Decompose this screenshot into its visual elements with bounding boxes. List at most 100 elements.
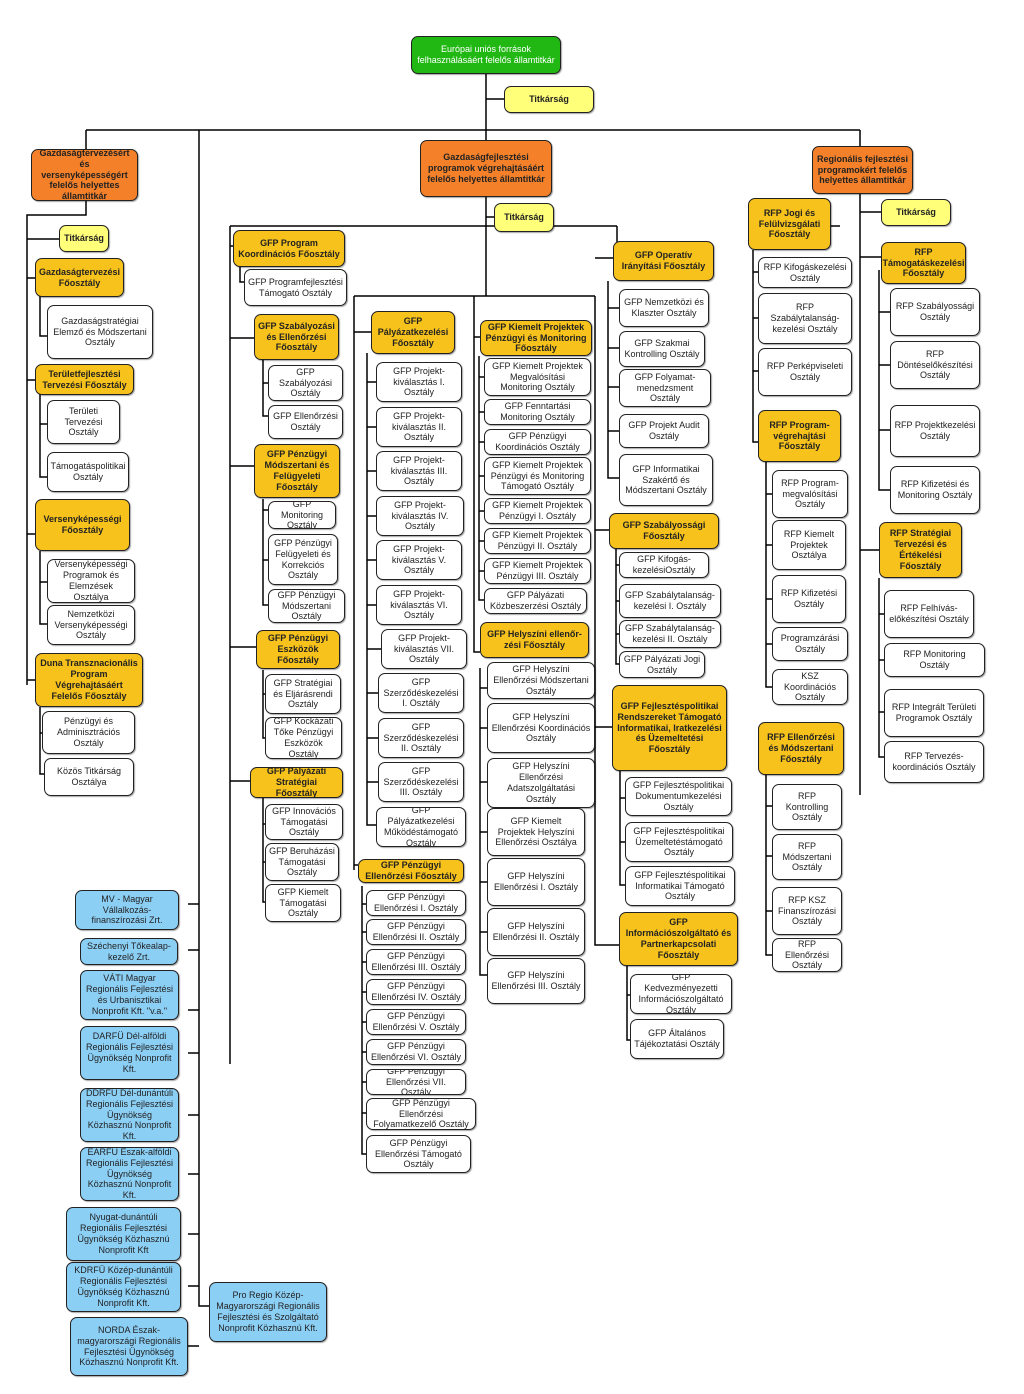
- box-rfp-kifizetesi-monitoring-unit: RFP Kifizetési és Monitoring Osztály: [890, 466, 980, 514]
- box-gfp-kp-penzugyi-3: GFP Kiemelt Projektek Pénzügyi III. Oszt…: [484, 558, 591, 584]
- box-rfp-program-megvalositasi-unit: RFP Program-megvalósítási Osztály: [772, 470, 848, 518]
- box-gfp-palyazatkezelesi-dept: GFP Pályázatkezelési Főosztály: [371, 311, 455, 354]
- box-gfp-penzugyi-ellenorzesi-2: GFP Pénzügyi Ellenőrzési II. Osztály: [366, 919, 466, 945]
- box-versenykepessegi-dept: Versenyképességi Főosztály: [35, 499, 130, 551]
- box-rfp-ellenorzesi-modszertani-dept: RFP Ellenőrzési és Módszertani Főosztály: [758, 722, 844, 775]
- box-rfp-program-vegrehajtasi-dept: RFP Program-végrehajtási Főosztály: [758, 410, 841, 462]
- box-gfp-kp-penzugyi-1: GFP Kiemelt Projektek Pénzügyi I. Osztál…: [484, 498, 591, 524]
- box-rfp-integralt-teruleti-unit: RFP Integrált Területi Programok Osztály: [884, 689, 984, 737]
- box-gfp-helyszini-adatszolgaltatasi-unit: GFP Helyszíni Ellenőrzési Adatszolgáltat…: [487, 758, 595, 808]
- box-gfp-palyazati-strategiai-dept: GFP Pályázati Stratégiai Főosztály: [250, 767, 343, 798]
- box-company-earfu: ÉARFÜ Észak-alföldi Regionális Fejleszté…: [80, 1147, 179, 1201]
- box-gfp-helyszini-ellenorzesi-dept: GFP Helyszíni ellenőr-zési Főosztály: [480, 622, 589, 658]
- box-gfp-szakmai-kontrolling-unit: GFP Szakmai Kontrolling Osztály: [619, 331, 705, 367]
- box-gfp-penzugyi-felugyeleti-unit: GFP Pénzügyi Felügyeleti és Korrekciós O…: [268, 534, 338, 585]
- box-gfp-mukodestamogato-unit: GFP Pályázatkezelési Működéstámogató Osz…: [376, 807, 466, 847]
- box-gfp-szabalyossagi-dept: GFP Szabályossági Főosztály: [609, 513, 719, 549]
- box-gfp-dokumentumkezelesi-unit: GFP Fejlesztéspolitikai Dokumentumkezelé…: [625, 777, 732, 816]
- box-gfp-helyszini-modszertani-unit: GFP Helyszíni Ellenőrzési Módszertani Os…: [487, 662, 595, 699]
- box-gfp-projekt-kivalasztas-7: GFP Projekt-kiválasztás VII. Osztály: [381, 629, 467, 669]
- box-gfp-szerzodeskezelesi-2: GFP Szerződéskezelési II. Osztály: [378, 718, 464, 758]
- box-gfp-helyszini-1: GFP Helyszíni Ellenőrzési I. Osztály: [487, 858, 585, 906]
- box-company-norda: NORDA Észak-magyarországi Regionális Fej…: [70, 1317, 188, 1376]
- box-gfp-kp-tamogato-unit: GFP Kiemelt Projektek Pénzügyi és Monito…: [484, 457, 591, 495]
- box-gfp-penzugyi-ellenorzesi-7: GFP Pénzügyi Ellenőrzési VII. Osztály: [366, 1069, 466, 1095]
- box-company-szechenyi: Széchenyi Tőkealap-kezelő Zrt.: [80, 938, 178, 965]
- box-gfp-penzugyi-ellenorzesi-4: GFP Pénzügyi Ellenőrzési IV. Osztály: [366, 979, 466, 1005]
- box-company-pro-regio: Pro Regio Közép-Magyarországi Regionális…: [209, 1282, 327, 1342]
- box-company-vati: VÁTI Magyar Regionális Fejlesztési és Ur…: [80, 970, 179, 1020]
- box-gfp-kiemelt-projektek-dept: GFP Kiemelt Projektek Pénzügyi és Monito…: [480, 320, 592, 356]
- box-duna-program-dept: Duna Transznacionális Program Végrehajtá…: [35, 653, 143, 707]
- box-gfp-kedvezmenyezetti-unit: GFP Kedvezményezetti Információszolgálta…: [630, 974, 732, 1014]
- box-gfp-altalanos-tajekoztatasi-unit: GFP Általános Tájékoztatási Osztály: [630, 1019, 724, 1059]
- box-gazdasagtervezesi-dept: Gazdaságtervezési Főosztály: [35, 258, 124, 297]
- box-company-kdrfu: KDRFÜ Közép-dunántúli Regionális Fejlesz…: [66, 1262, 181, 1312]
- box-rfp-jogi-dept: RFP Jogi és Felülvizsgálati Főosztály: [748, 198, 831, 250]
- box-company-nyugat-dunantuli: Nyugat-dunántúli Regionális Fejlesztési …: [66, 1207, 181, 1261]
- box-gfp-kifogaskezelesi-unit: GFP Kifogás-kezelésiOsztály: [619, 552, 709, 578]
- box-gfp-penzugyi-ellenorzesi-dept: GFP Pénzügyi Ellenőrzési Főosztály: [358, 859, 464, 883]
- box-gfp-folyamat-menedzsment-unit: GFP Folyamat-menedzsment Osztály: [619, 369, 711, 407]
- box-gfp-penzugyi-modszertani-dept: GFP Pénzügyi Módszertani és Felügyeleti …: [254, 444, 340, 498]
- box-gfp-penzugyi-ellenorzesi-tamogato: GFP Pénzügyi Ellenőrzési Támogató Osztál…: [366, 1135, 471, 1173]
- box-rfp-ellenorzesi-unit: RFP Ellenőrzési Osztály: [772, 938, 842, 972]
- box-gfp-penzugyi-eszkozok-dept: GFP Pénzügyi Eszközök Főosztály: [256, 630, 340, 669]
- box-gfp-kp-helyszini-unit: GFP Kiemelt Projektek Helyszíni Ellenőrz…: [487, 808, 585, 856]
- box-top-secretariat: Titkárság: [504, 86, 594, 113]
- box-gfp-projekt-kivalasztas-2: GFP Projekt-kiválasztás II. Osztály: [376, 407, 462, 447]
- box-gfp-nemzetkozi-klaszter-unit: GFP Nemzetközi és Klaszter Osztály: [619, 289, 709, 327]
- box-gfp-szabalytalansag-1: GFP Szabálytalanság-kezelési I. Osztály: [619, 584, 721, 618]
- box-gfp-penzugyi-koordinacios-unit: GFP Pénzügyi Koordinációs Osztály: [484, 429, 591, 455]
- box-gfp-penzugyi-ellenorzesi-6: GFP Pénzügyi Ellenőrzési VI. Osztály: [366, 1039, 466, 1065]
- box-gfp-penzugyi-ellenorzesi-5: GFP Pénzügyi Ellenőrzési V. Osztály: [366, 1009, 466, 1035]
- box-gfp-szerzodeskezelesi-3: GFP Szerződéskezelési III. Osztály: [378, 762, 464, 802]
- box-left-deputy-secretary: Gazdaságtervezésért és versenyképességér…: [31, 149, 138, 201]
- box-company-mv: MV - Magyar Vállalkozás-finanszírozási Z…: [75, 890, 179, 930]
- box-rfp-projektkezelesi-unit: RFP Projektkezelési Osztály: [890, 405, 980, 457]
- box-gfp-kiemelt-tamogatasi-unit: GFP Kiemelt Támogatási Osztály: [265, 884, 341, 922]
- box-gfp-penzugyi-ellenorzesi-1: GFP Pénzügyi Ellenőrzési I. Osztály: [366, 890, 466, 916]
- box-gfp-projekt-kivalasztas-1: GFP Projekt-kiválasztás I. Osztály: [376, 362, 462, 402]
- box-gfp-projekt-kivalasztas-3: GFP Projekt-kiválasztás III. Osztály: [376, 451, 462, 491]
- box-right-secretariat: Titkárság: [881, 199, 951, 226]
- box-rfp-perkepviseleti-unit: RFP Perképviseleti Osztály: [758, 348, 852, 396]
- box-rfp-ksz-finanszirozasi-unit: RFP KSZ Finanszírozási Osztály: [772, 887, 842, 935]
- box-gfp-operativ-iranyitasi-dept: GFP Operatív Irányítási Főosztály: [613, 241, 714, 281]
- box-gfp-programfejlesztesi-unit: GFP Programfejlesztési Támogató Osztály: [244, 269, 347, 306]
- box-gfp-penzugyi-ellenorzesi-3: GFP Pénzügyi Ellenőrzési III. Osztály: [366, 949, 466, 975]
- box-rfp-modszertani-unit: RFP Módszertani Osztály: [772, 834, 842, 880]
- box-rfp-strategiai-tervezesi-dept: RFP Stratégiai Tervezési és Értékelési F…: [879, 522, 962, 578]
- box-center-secretariat: Titkárság: [494, 203, 554, 232]
- box-gfp-folyamatkezelo-unit: GFP Pénzügyi Ellenőrzési Folyamatkezelő …: [366, 1098, 476, 1130]
- box-penzugyi-adminisztracios-unit: Pénzügyi és Adminisztrációs Osztály: [42, 711, 135, 754]
- box-gfp-projekt-kivalasztas-6: GFP Projekt-kiválasztás VI. Osztály: [376, 585, 462, 625]
- box-gfp-kp-penzugyi-2: GFP Kiemelt Projektek Pénzügyi II. Osztá…: [484, 528, 591, 554]
- box-tamogataspolitikai-unit: Támogatáspolitikai Osztály: [47, 452, 129, 492]
- box-gfp-helyszini-2: GFP Helyszíni Ellenőrzési II. Osztály: [487, 908, 585, 956]
- box-gfp-szabalytalansag-2: GFP Szabálytalanság-kezelési II. Osztály: [619, 620, 721, 648]
- box-teruleti-tervezesi-unit: Területi Tervezési Osztály: [47, 400, 120, 444]
- box-rfp-monitoring-unit: RFP Monitoring Osztály: [884, 643, 985, 677]
- box-rfp-donteselokeszitesi-unit: RFP Döntéselőkészítési Osztály: [890, 341, 980, 389]
- box-gfp-helyszini-koordinacios-unit: GFP Helyszíni Ellenőrzési Koordinációs O…: [487, 703, 595, 753]
- box-company-darfu: DARFÜ Dél-alföldi Regionális Fejlesztési…: [80, 1026, 179, 1080]
- box-gazdasagstrategiai-unit: Gazdaságstratégiai Elemző és Módszertani…: [47, 305, 153, 359]
- box-gfp-kockazati-toke-unit: GFP Kockázati Tőke Pénzügyi Eszközök Osz…: [265, 717, 342, 759]
- box-ksz-koordinacios-unit: KSZ Koordinációs Osztály: [772, 669, 848, 705]
- box-gfp-szabalyozasi-dept: GFP Szabályozási és Ellenőrzési Főosztál…: [254, 314, 339, 360]
- box-gfp-strategiai-eljarasrendi-unit: GFP Stratégiai és Eljárásrendi Osztály: [265, 674, 341, 714]
- box-kozos-titkarsag-unit: Közös Titkárság Osztálya: [44, 758, 134, 796]
- box-gfp-projekt-kivalasztas-5: GFP Projekt-kiválasztás V. Osztály: [376, 540, 462, 580]
- box-rfp-felhivas-elokeszitesi-unit: RFP Felhívás-előkészítési Osztály: [884, 590, 974, 638]
- box-gfp-uzemeltetestamogato-unit: GFP Fejlesztéspolitikai Üzemeltetéstámog…: [625, 822, 733, 862]
- box-right-deputy-secretary: Regionális fejlesztési programokért fele…: [812, 146, 913, 194]
- box-programzarasi-unit: Programzárási Osztály: [772, 627, 848, 661]
- box-gfp-penzugyi-modszertani-unit: GFP Pénzügyi Módszertani Osztály: [268, 589, 345, 623]
- box-rfp-szabalyossagi-unit: RFP Szabályossági Osztály: [890, 288, 980, 336]
- box-rfp-kiemelt-projektek-unit: RFP Kiemelt Projektek Osztálya: [772, 520, 846, 570]
- box-rfp-tervezes-koordinacios-unit: RFP Tervezés-koordinációs Osztály: [884, 741, 984, 783]
- box-rfp-kifizetesi-unit: RFP Kifizetési Osztály: [772, 575, 846, 623]
- box-gfp-projekt-audit-unit: GFP Projekt Audit Osztály: [619, 414, 709, 448]
